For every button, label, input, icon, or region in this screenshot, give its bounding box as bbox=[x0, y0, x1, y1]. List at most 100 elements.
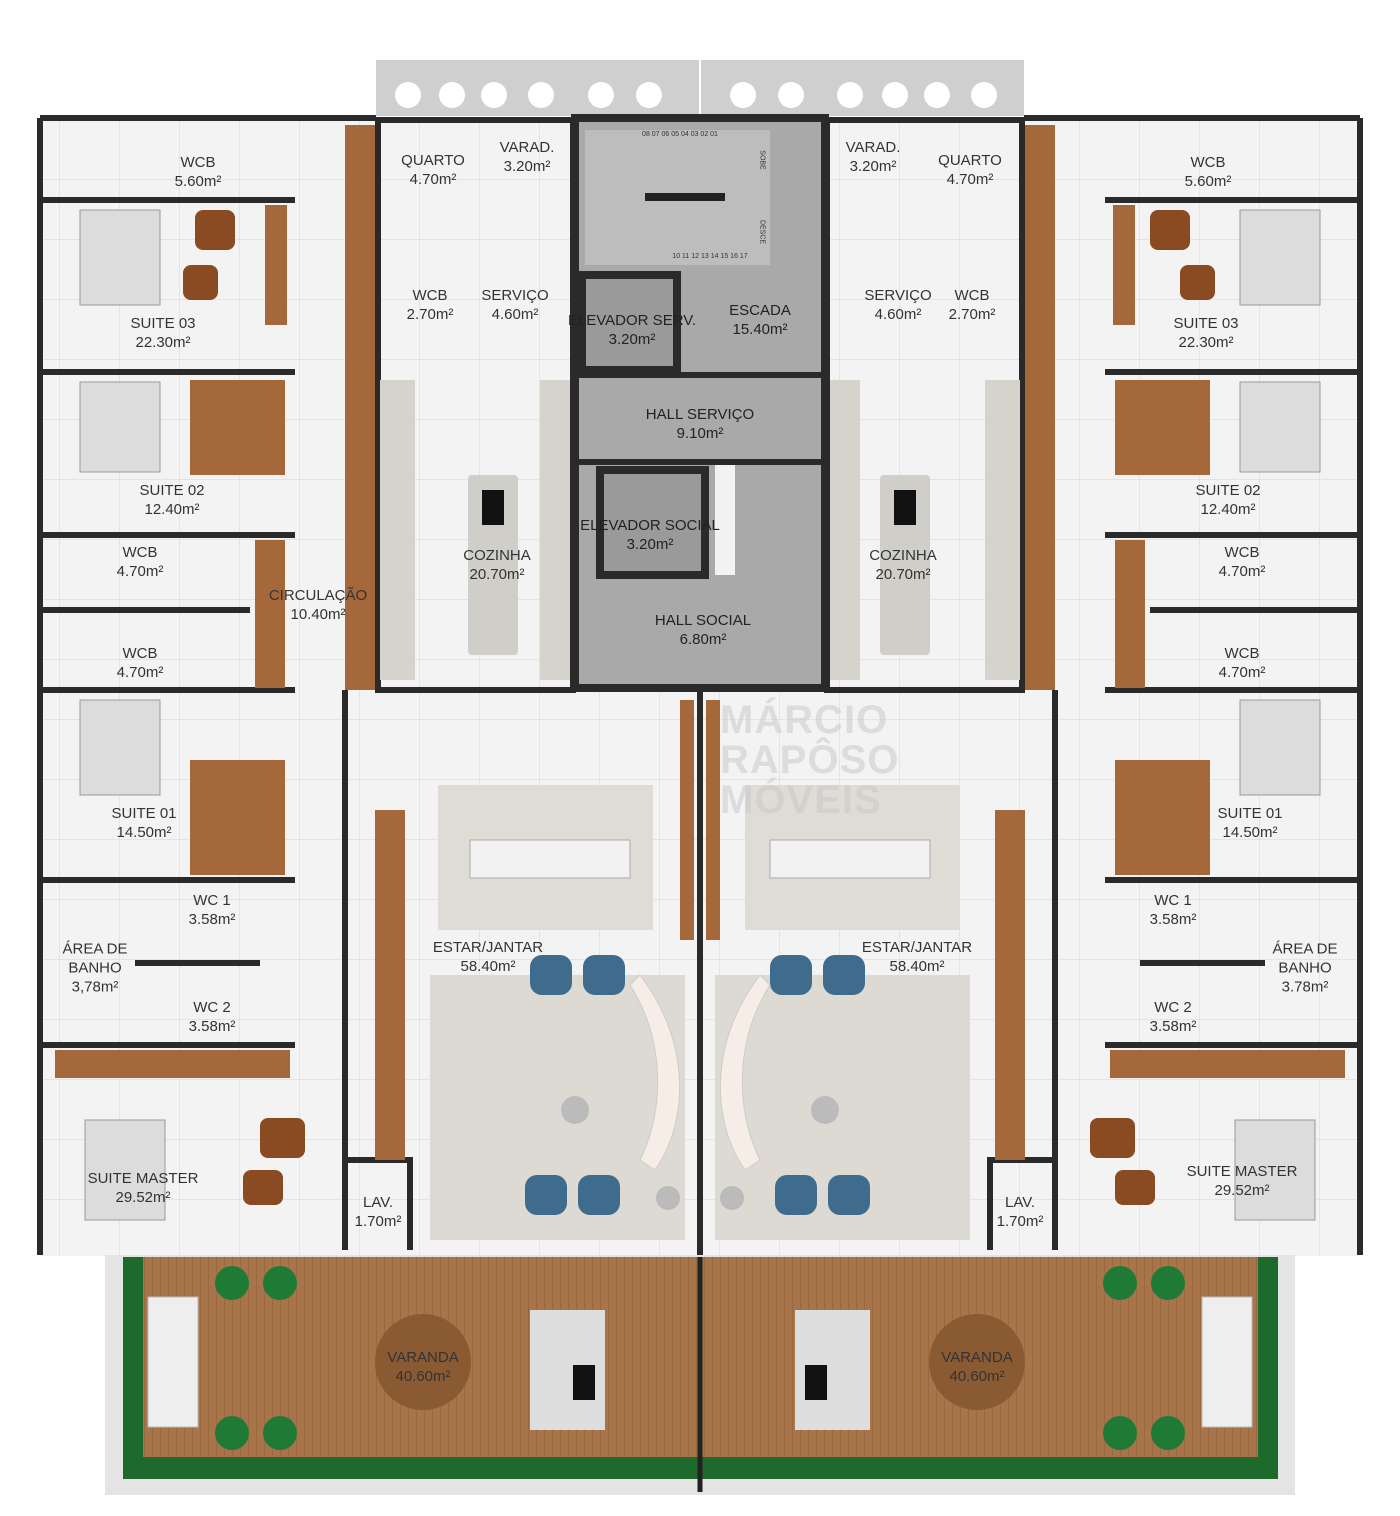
room-area: 2.70m² bbox=[948, 306, 996, 323]
room-name: VARANDA bbox=[387, 1349, 459, 1366]
room-area: 4.70m² bbox=[1218, 563, 1266, 580]
stair-down-label: DESCE bbox=[758, 219, 766, 245]
room-area: 6.80m² bbox=[679, 631, 727, 648]
stair-numbers-top: 08 07 06 05 04 03 02 01 bbox=[642, 131, 718, 138]
stair-up-label: SOBE bbox=[758, 150, 766, 170]
room-name: WC 2 bbox=[1154, 999, 1192, 1016]
room-area: 2.70m² bbox=[406, 306, 454, 323]
room-name: QUARTO bbox=[401, 152, 465, 169]
room-name: BANHO bbox=[68, 959, 122, 977]
left-room-varad: VARAD.3.20m² bbox=[500, 138, 555, 176]
room-name: VARAD. bbox=[499, 139, 555, 156]
room-name: BANHO bbox=[1278, 959, 1332, 977]
room-area: 58.40m² bbox=[460, 958, 516, 975]
left-room-wcb-servico: WCB 2.70m² bbox=[407, 286, 454, 324]
room-name: ÁREA DE bbox=[1272, 940, 1338, 958]
room-area: 4.70m² bbox=[116, 664, 164, 681]
room-name: ÁREA DE bbox=[62, 940, 128, 958]
room-name: ESCADA bbox=[729, 302, 791, 319]
right-room-estar-jantar: ESTAR/JANTAR 58.40m² bbox=[862, 938, 972, 976]
room-name: WCB bbox=[1224, 544, 1260, 561]
balcony bbox=[105, 1255, 1295, 1495]
right-room-wcb-servico: WCB 2.70m² bbox=[949, 286, 996, 324]
room-name: WCB bbox=[180, 154, 216, 171]
room-name: QUARTO bbox=[938, 152, 1002, 169]
room-area: 3.58m² bbox=[1149, 911, 1197, 928]
room-name: WCB bbox=[1224, 645, 1260, 662]
room-escada: ESCADA 15.40m² bbox=[729, 301, 791, 339]
room-area: 3,78m² bbox=[71, 978, 119, 996]
room-name: WCB bbox=[1190, 154, 1226, 171]
room-name: LAV. bbox=[1004, 1194, 1036, 1211]
room-area: 4.70m² bbox=[116, 563, 164, 580]
room-area: 10.40m² bbox=[290, 606, 346, 623]
room-area: 4.70m² bbox=[1218, 664, 1266, 681]
room-area: 22.30m² bbox=[135, 334, 191, 351]
room-name: VARAD. bbox=[845, 139, 901, 156]
right-room-wc1: WC 1 3.58m² bbox=[1150, 891, 1197, 929]
watermark-line: MÓVEIS bbox=[720, 778, 882, 822]
right-room-wcb-a: WCB 4.70m² bbox=[1219, 543, 1266, 581]
room-name: SUITE 01 bbox=[111, 805, 177, 822]
room-area: 15.40m² bbox=[732, 321, 788, 338]
room-area: 3.58m² bbox=[1149, 1018, 1197, 1035]
room-area: 3.20m² bbox=[608, 331, 656, 348]
room-elevador-serv: ELEVADOR SERV. 3.20m² bbox=[568, 311, 696, 349]
room-name: WC 1 bbox=[1154, 892, 1192, 909]
room-name: WCB bbox=[122, 544, 158, 561]
right-room-quarto: QUARTO 4.70m² bbox=[938, 151, 1002, 189]
kitchen-islands bbox=[468, 475, 930, 655]
left-room-suite-01: SUITE 01 14.50m² bbox=[111, 804, 176, 842]
room-name: ELEVADOR SOCIAL bbox=[580, 517, 720, 534]
right-room-wc2: WC 2 3.58m² bbox=[1150, 998, 1197, 1036]
room-area: 5.60m² bbox=[1184, 173, 1232, 190]
room-name: HALL SERVIÇO bbox=[645, 406, 755, 423]
room-area: 29.52m² bbox=[115, 1189, 171, 1206]
room-area: 9.10m² bbox=[676, 425, 724, 442]
room-name: LAV. bbox=[362, 1194, 394, 1211]
room-name: SUITE 03 bbox=[130, 315, 196, 332]
right-room-lav: LAV.1.70m² bbox=[997, 1193, 1044, 1231]
room-hall-servico: HALL SERVIÇO 9.10m² bbox=[646, 405, 754, 443]
room-area: 3.20m² bbox=[626, 536, 674, 553]
room-name: WC 1 bbox=[193, 892, 231, 909]
room-area: 4.70m² bbox=[946, 171, 994, 188]
room-area: 22.30m² bbox=[1178, 334, 1234, 351]
room-hall-social: HALL SOCIAL 6.80m² bbox=[655, 611, 751, 649]
room-name: HALL SOCIAL bbox=[654, 612, 752, 629]
room-name: SUITE 02 bbox=[139, 482, 205, 499]
living-furniture bbox=[430, 785, 970, 1240]
room-area: 5.60m² bbox=[174, 173, 222, 190]
beds bbox=[79, 209, 1321, 1221]
room-area: 58.40m² bbox=[889, 958, 945, 975]
room-area: 20.70m² bbox=[469, 566, 525, 583]
watermark-line: MÁRCIO bbox=[720, 698, 889, 742]
room-area: 29.52m² bbox=[1214, 1182, 1270, 1199]
room-name: ESTAR/JANTAR bbox=[861, 939, 973, 956]
room-name: WCB bbox=[122, 645, 158, 662]
room-name: WCB bbox=[954, 287, 990, 304]
room-name: WC 2 bbox=[193, 999, 231, 1016]
room-name: COZINHA bbox=[869, 547, 937, 564]
left-room-estar-jantar: ESTAR/JANTAR 58.40m² bbox=[433, 938, 543, 976]
building-core bbox=[571, 114, 829, 692]
left-room-wcb-b: WCB 4.70m² bbox=[117, 644, 164, 682]
room-elevador-social: ELEVADOR SOCIAL 3.20m² bbox=[580, 516, 720, 554]
room-name: ELEVADOR SERV. bbox=[567, 312, 697, 329]
room-name: SUITE 01 bbox=[1217, 805, 1283, 822]
room-name: SERVIÇO bbox=[481, 287, 549, 304]
room-name: WCB bbox=[412, 287, 448, 304]
room-area: 14.50m² bbox=[116, 824, 172, 841]
room-name: ESTAR/JANTAR bbox=[432, 939, 544, 956]
